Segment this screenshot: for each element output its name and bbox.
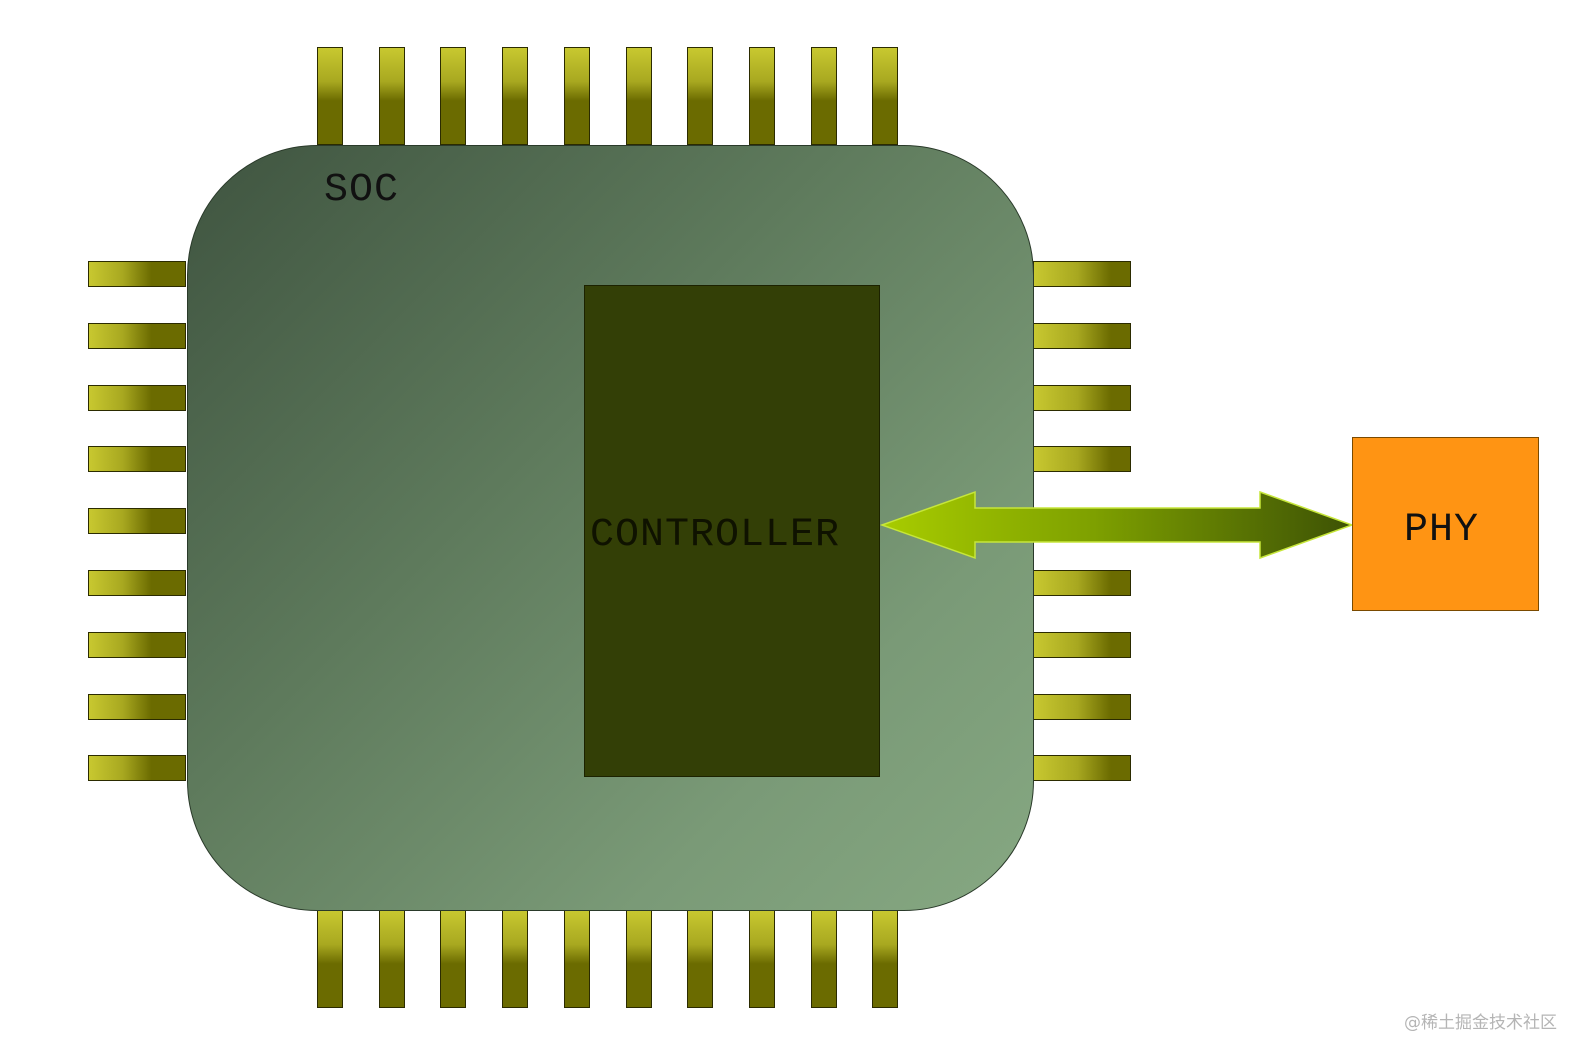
phy-label: PHY <box>1404 508 1480 553</box>
soc-pin <box>687 910 714 1008</box>
soc-pin <box>748 910 775 1008</box>
soc-pin <box>317 910 343 1008</box>
soc-pin <box>687 47 714 145</box>
soc-pin <box>1033 693 1131 720</box>
controller-block <box>584 285 880 777</box>
soc-pin <box>1033 384 1131 411</box>
soc-pin <box>317 47 343 145</box>
soc-pin <box>625 910 652 1008</box>
soc-pin <box>502 910 529 1008</box>
soc-pin <box>1033 570 1131 596</box>
soc-pin <box>748 47 775 145</box>
soc-pin <box>88 261 186 287</box>
arrow-shape <box>880 490 1355 560</box>
soc-pin <box>88 384 186 411</box>
soc-pin <box>88 508 186 535</box>
soc-pin <box>378 47 405 145</box>
soc-pin <box>88 446 186 473</box>
soc-pin <box>88 631 186 658</box>
watermark: @稀土掘金技术社区 <box>1404 1013 1557 1033</box>
soc-pin <box>502 47 529 145</box>
soc-pin <box>88 322 186 349</box>
soc-pin <box>88 755 186 782</box>
soc-pin <box>872 47 899 145</box>
soc-pin <box>88 570 186 596</box>
soc-pin <box>1033 631 1131 658</box>
soc-pin <box>440 47 467 145</box>
soc-pin <box>1033 322 1131 349</box>
soc-pin <box>810 910 837 1008</box>
soc-pin <box>1033 446 1131 473</box>
soc-pin <box>1033 755 1131 782</box>
soc-pin <box>625 47 652 145</box>
soc-pin <box>378 910 405 1008</box>
soc-pin <box>563 910 590 1008</box>
soc-pin <box>810 47 837 145</box>
soc-pin <box>1033 261 1131 287</box>
bidirectional-arrow <box>880 490 1355 560</box>
soc-pin <box>88 693 186 720</box>
phy-block <box>1352 437 1539 611</box>
soc-pin <box>440 910 467 1008</box>
soc-pin <box>563 47 590 145</box>
controller-label: CONTROLLER <box>590 513 841 558</box>
soc-label: SOC <box>324 168 400 213</box>
soc-pin <box>872 910 899 1008</box>
